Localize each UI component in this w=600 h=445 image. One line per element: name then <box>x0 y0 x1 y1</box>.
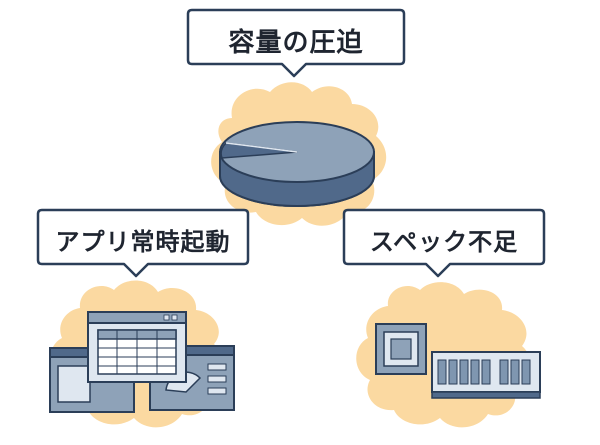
bubble-left-shape <box>36 208 250 278</box>
window-front <box>87 311 187 383</box>
bubble-top-shape <box>186 8 406 78</box>
label-capacity: 容量の圧迫 <box>228 28 364 58</box>
label-low-spec: スペック不足 <box>369 228 519 256</box>
bubble-right-shape <box>342 208 546 278</box>
pie-slice <box>220 142 298 159</box>
pie-divider <box>225 142 298 153</box>
bubble-capacity: 容量の圧迫 <box>186 8 406 78</box>
cpu-chip-icon <box>375 323 427 375</box>
memory-module-icon <box>431 351 541 399</box>
label-app-running: アプリ常時起動 <box>55 228 231 256</box>
bubble-low-spec: スペック不足 <box>342 208 546 278</box>
bubble-app-running: アプリ常時起動 <box>36 208 250 278</box>
